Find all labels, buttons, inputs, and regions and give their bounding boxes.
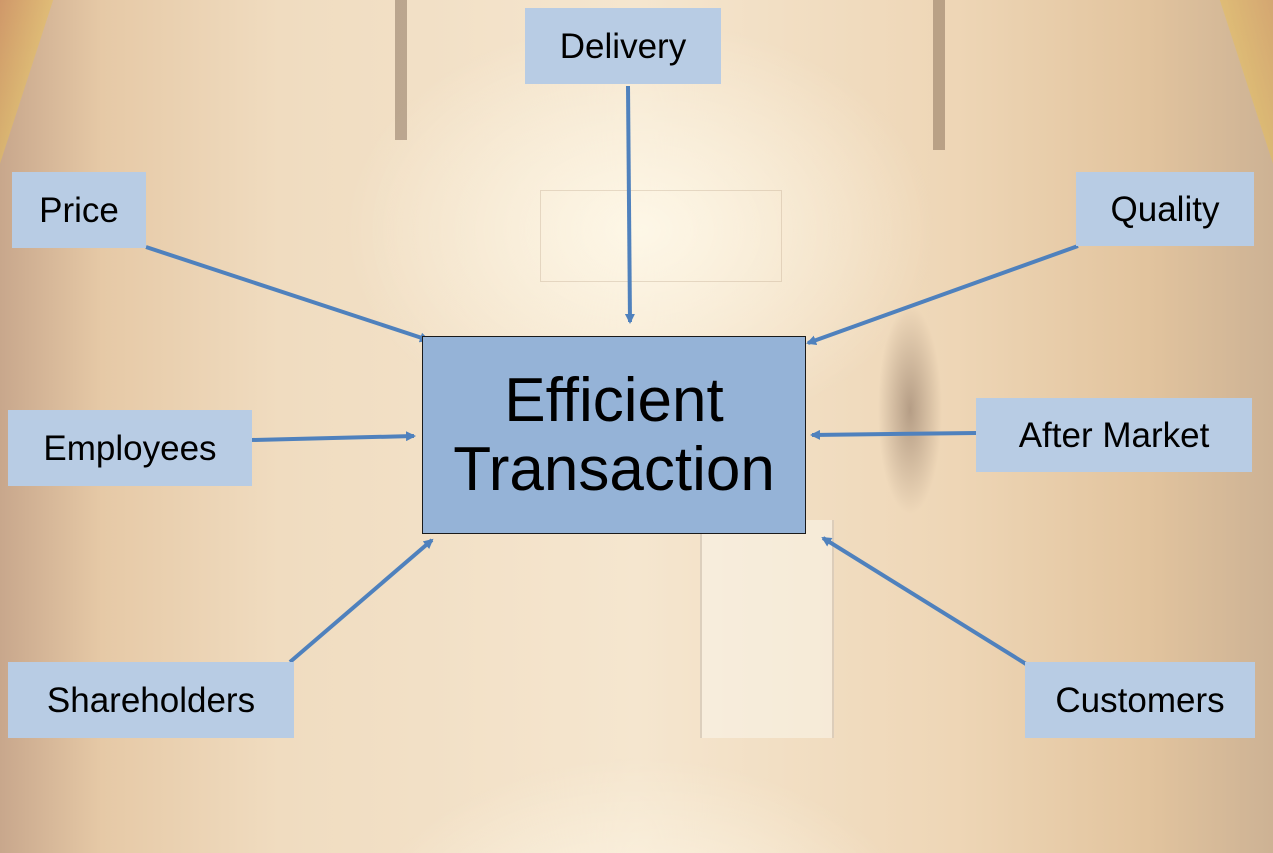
factor-shareholders-text: Shareholders [46,680,256,720]
factor-after-market: After Market [976,398,1252,472]
factor-customers-text: Customers [1055,680,1225,720]
arrow-quality [806,244,1079,346]
arrow-employees [251,431,416,442]
arrow-price [145,245,430,343]
arrow-shareholders [288,538,434,664]
arrow-after-market [810,429,977,440]
factor-after-market-text: After Market [1018,415,1210,455]
factor-price: Price [12,172,146,248]
factor-delivery: Delivery [525,8,721,84]
arrows-layer [145,85,1079,666]
center-node: Efficient Transaction [422,336,806,534]
factor-shareholders: Shareholders [8,662,294,738]
factor-quality: Quality [1076,172,1254,246]
factor-price-text: Price [39,190,119,230]
factor-employees: Employees [8,410,252,486]
factor-delivery-text: Delivery [559,26,687,66]
center-node-line1: Efficient [504,365,724,435]
arrow-customers [821,536,1028,666]
arrow-delivery [624,85,635,324]
factor-employees-text: Employees [43,428,217,468]
center-node-line2: Transaction [453,435,775,504]
factor-customers: Customers [1025,662,1255,738]
factor-quality-text: Quality [1110,189,1220,229]
